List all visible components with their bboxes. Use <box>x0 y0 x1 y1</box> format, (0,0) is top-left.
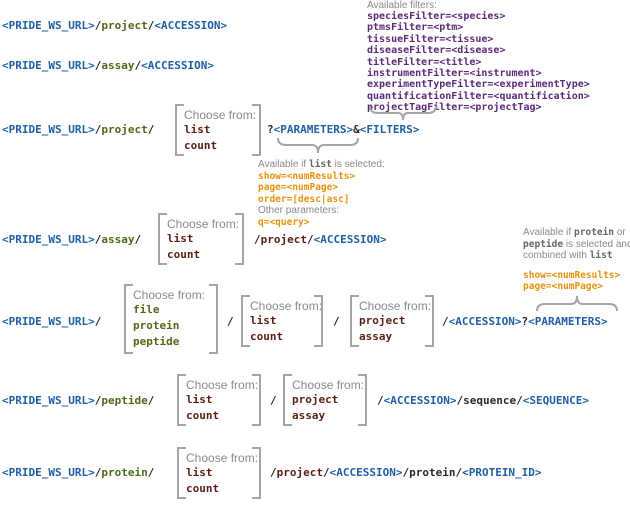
segment-protein: protein <box>101 466 148 479</box>
option-list: list <box>186 393 213 406</box>
assay-project-suffix: /project/<ACCESSION> <box>254 233 387 246</box>
accession-token: <ACCESSION> <box>448 315 522 328</box>
option-protein: protein <box>133 319 180 332</box>
option-list: list <box>184 123 211 136</box>
option-count: count <box>184 139 218 152</box>
separator: / <box>333 315 340 328</box>
segment-project: project <box>101 19 148 32</box>
row-file-protein-peptide: <PRIDE_WS_URL>/ <box>2 315 102 328</box>
choice-box-list-count: Choose from: list count <box>175 104 261 156</box>
option-count: count <box>186 482 220 495</box>
base-url: <PRIDE_WS_URL> <box>2 315 95 328</box>
param-show: show=<numResults> <box>258 170 356 182</box>
choose-label: Choose from: <box>133 288 206 302</box>
param-show: show=<numResults> <box>523 269 621 281</box>
protein-id-suffix: /project/<ACCESSION>/protein/<PROTEIN_ID… <box>270 466 542 479</box>
filter-item: projectTagFilter=<projectTag> <box>367 102 542 114</box>
segment-assay: assay <box>101 233 135 246</box>
option-count: count <box>250 330 284 343</box>
filter-item: tissueFilter=<tissue> <box>367 33 494 45</box>
sequence-suffix: /<ACCESSION>/sequence/<SEQUENCE> <box>377 394 589 407</box>
segment-project: project <box>260 233 307 246</box>
choose-label: Choose from: <box>186 451 259 465</box>
choice-box-list-count: Choose from: list count <box>177 447 261 499</box>
filter-item: speciesFilter=<species> <box>367 11 506 22</box>
accession-token: <ACCESSION> <box>383 394 457 407</box>
choose-label: Choose from: <box>186 378 259 392</box>
protein-id-token: <PROTEIN_ID> <box>462 466 542 479</box>
choice-box-list-count: Choose from: list count <box>241 295 323 347</box>
filter-item: instrumentFilter=<instrument> <box>367 68 542 80</box>
segment-project: project <box>276 466 323 479</box>
segment-sequence: sequence <box>463 394 517 407</box>
parameters-brace <box>277 137 359 154</box>
option-list: list <box>250 314 277 327</box>
filter-item: experimentTypeFilter=<experimentType> <box>367 79 590 91</box>
row-peptide-sequence: <PRIDE_WS_URL>/peptide/ <box>2 394 155 407</box>
row-project-accession: <PRIDE_WS_URL>/project/<ACCESSION> <box>2 19 228 32</box>
choice-box-file-protein-peptide: Choose from: file protein peptide <box>124 284 218 354</box>
choice-box-list-count: Choose from: list count <box>177 374 261 426</box>
segment-assay: assay <box>101 59 135 72</box>
option-project: project <box>359 314 406 327</box>
option-list: list <box>186 466 213 479</box>
filters-title: Available filters: <box>367 0 437 11</box>
option-project: project <box>292 393 339 406</box>
option-assay: assay <box>359 330 393 343</box>
row-assay-list: <PRIDE_WS_URL>/assay/ <box>2 233 142 246</box>
choose-label: Choose from: <box>292 378 365 392</box>
accession-token: <ACCESSION> <box>141 59 214 72</box>
param-q: q=<query> <box>258 216 310 228</box>
choose-label: Choose from: <box>250 299 323 313</box>
separator: / <box>227 315 234 328</box>
base-url: <PRIDE_WS_URL> <box>2 19 95 32</box>
protein-peptide-note: Available if protein or peptide is selec… <box>523 227 630 293</box>
other-parameters-label: Other parameters: <box>258 205 340 216</box>
choice-box-project-assay: Choose from: project assay <box>350 295 434 347</box>
param-page: page=<numPage> <box>523 281 604 292</box>
parameters-token: <PARAMETERS> <box>528 315 608 328</box>
choose-label: Choose from: <box>184 108 257 122</box>
pp-parameters-brace <box>536 295 618 312</box>
filters-panel: Available filters: speciesFilter=<specie… <box>367 0 590 114</box>
parameters-token: <PARAMETERS> <box>273 123 354 136</box>
accession-parameters-suffix: /<ACCESSION>?<PARAMETERS> <box>442 315 608 328</box>
option-file: file <box>133 303 160 316</box>
base-url: <PRIDE_WS_URL> <box>2 123 95 136</box>
choice-box-project-assay: Choose from: project assay <box>283 374 367 426</box>
base-url: <PRIDE_WS_URL> <box>2 394 95 407</box>
choose-label: Choose from: <box>167 217 240 231</box>
accession-token: <ACCESSION> <box>154 19 228 32</box>
base-url: <PRIDE_WS_URL> <box>2 59 95 72</box>
segment-protein: protein <box>409 466 456 479</box>
base-url: <PRIDE_WS_URL> <box>2 466 95 479</box>
accession-token: <ACCESSION> <box>313 233 387 246</box>
filter-item: quantificationFilter=<quantification> <box>367 90 590 102</box>
filter-item: diseaseFilter=<disease> <box>367 45 506 57</box>
filters-brace <box>369 105 437 121</box>
row-project-list: <PRIDE_WS_URL>/project/ <box>2 123 155 136</box>
option-assay: assay <box>292 409 326 422</box>
base-url: <PRIDE_WS_URL> <box>2 233 95 246</box>
param-page: page=<numPage> <box>258 182 339 193</box>
row-protein-id: <PRIDE_WS_URL>/protein/ <box>2 466 155 479</box>
segment-peptide: peptide <box>101 394 148 407</box>
accession-token: <ACCESSION> <box>329 466 403 479</box>
option-count: count <box>186 409 220 422</box>
choice-box-list-count: Choose from: list count <box>158 213 244 265</box>
filter-item: ptmsFilter=<ptm> <box>367 22 464 34</box>
list-parameters-note: Available if list is selected: show=<num… <box>258 159 385 228</box>
query-segment: ?<PARAMETERS>&<FILTERS> <box>267 123 420 136</box>
choose-label: Choose from: <box>359 299 432 313</box>
param-order: order=[desc|asc] <box>258 193 350 205</box>
filters-token: <FILTERS> <box>359 123 420 136</box>
row-assay-accession: <PRIDE_WS_URL>/assay/<ACCESSION> <box>2 59 214 72</box>
sequence-token: <SEQUENCE> <box>522 394 589 407</box>
filter-item: titleFilter=<title> <box>367 56 482 68</box>
option-count: count <box>167 248 201 261</box>
option-peptide: peptide <box>133 335 180 348</box>
segment-project: project <box>101 123 148 136</box>
separator: / <box>270 394 277 407</box>
option-list: list <box>167 232 194 245</box>
